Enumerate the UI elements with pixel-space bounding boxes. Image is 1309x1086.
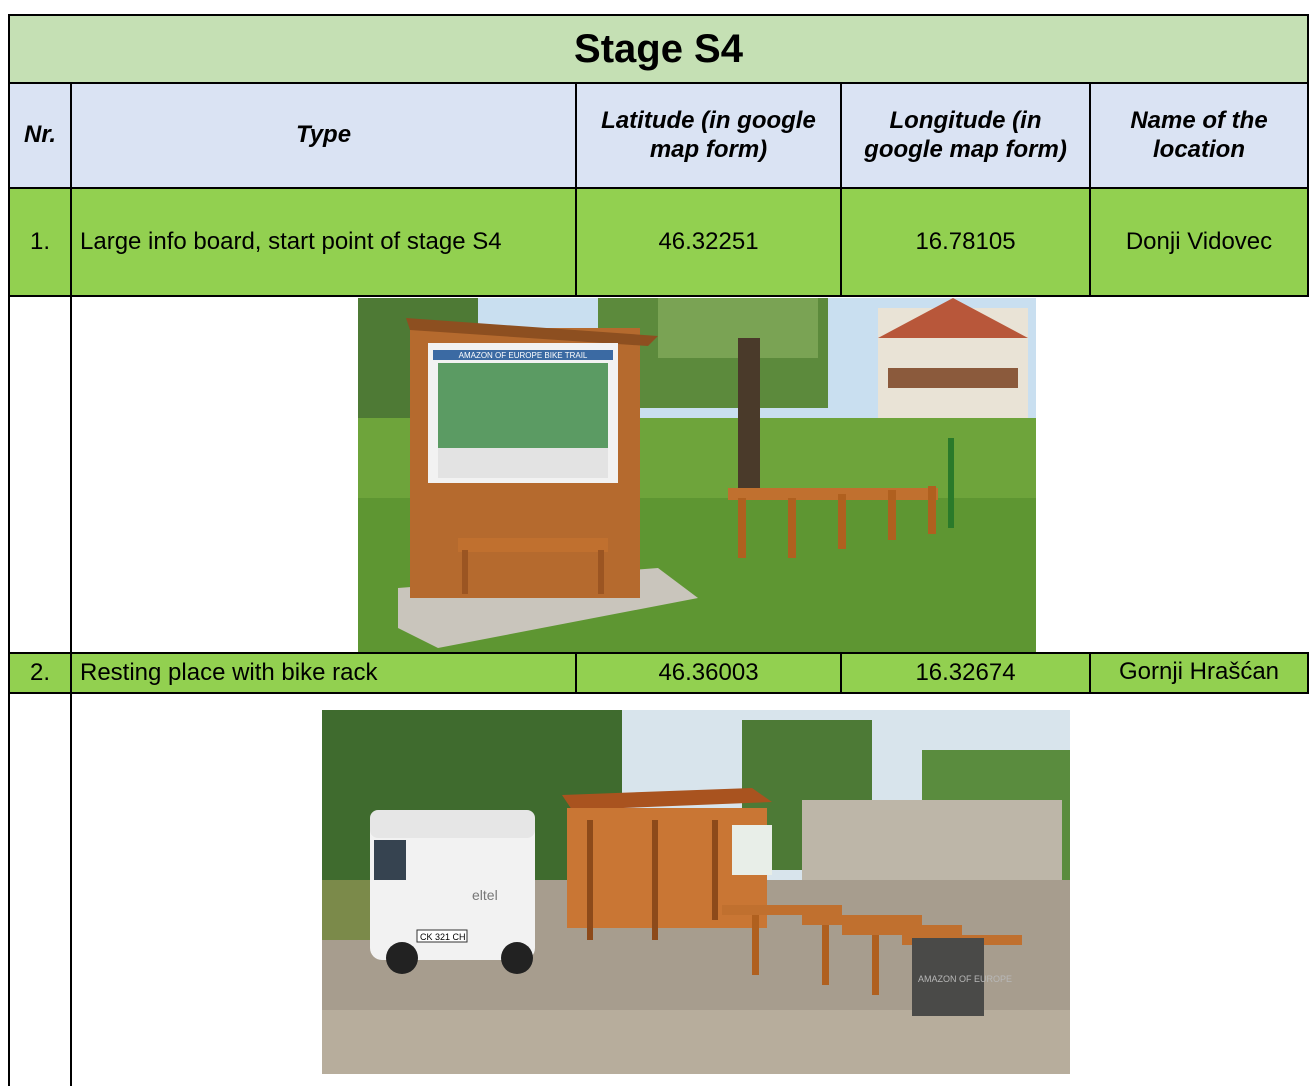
row1-latitude: 46.32251 xyxy=(577,189,842,297)
photo1-sign-text: AMAZON OF EUROPE BIKE TRAIL xyxy=(459,351,588,360)
row2-nr: 2. xyxy=(8,654,72,694)
header-longitude: Longitude (in google map form) xyxy=(842,84,1091,189)
photo2-plate: CK 321 CH xyxy=(420,932,466,942)
row1-longitude: 16.78105 xyxy=(842,189,1091,297)
row1-nr: 1. xyxy=(8,189,72,297)
header-location-name: Name of the location xyxy=(1091,84,1309,189)
row2-location-name: Gornji Hrašćan xyxy=(1091,654,1309,694)
row2-longitude: 16.32674 xyxy=(842,654,1091,694)
photo2-sign-text: AMAZON OF EUROPE xyxy=(918,974,1012,984)
photo2-van-text: eltel xyxy=(472,887,498,903)
photo-large-info-board: AMAZON OF EUROPE BIKE TRAIL xyxy=(358,298,1036,652)
header-latitude: Latitude (in google map form) xyxy=(577,84,842,189)
row1-type: Large info board, start point of stage S… xyxy=(72,189,577,297)
row1-location-name: Donji Vidovec xyxy=(1091,189,1309,297)
photo-resting-place: eltel CK 321 CH AMAZON OF EUROPE xyxy=(322,710,1070,1074)
header-nr: Nr. xyxy=(8,84,72,189)
row2-type: Resting place with bike rack xyxy=(72,654,577,694)
header-type: Type xyxy=(72,84,577,189)
row2-latitude: 46.36003 xyxy=(577,654,842,694)
page-title: Stage S4 xyxy=(8,14,1309,84)
